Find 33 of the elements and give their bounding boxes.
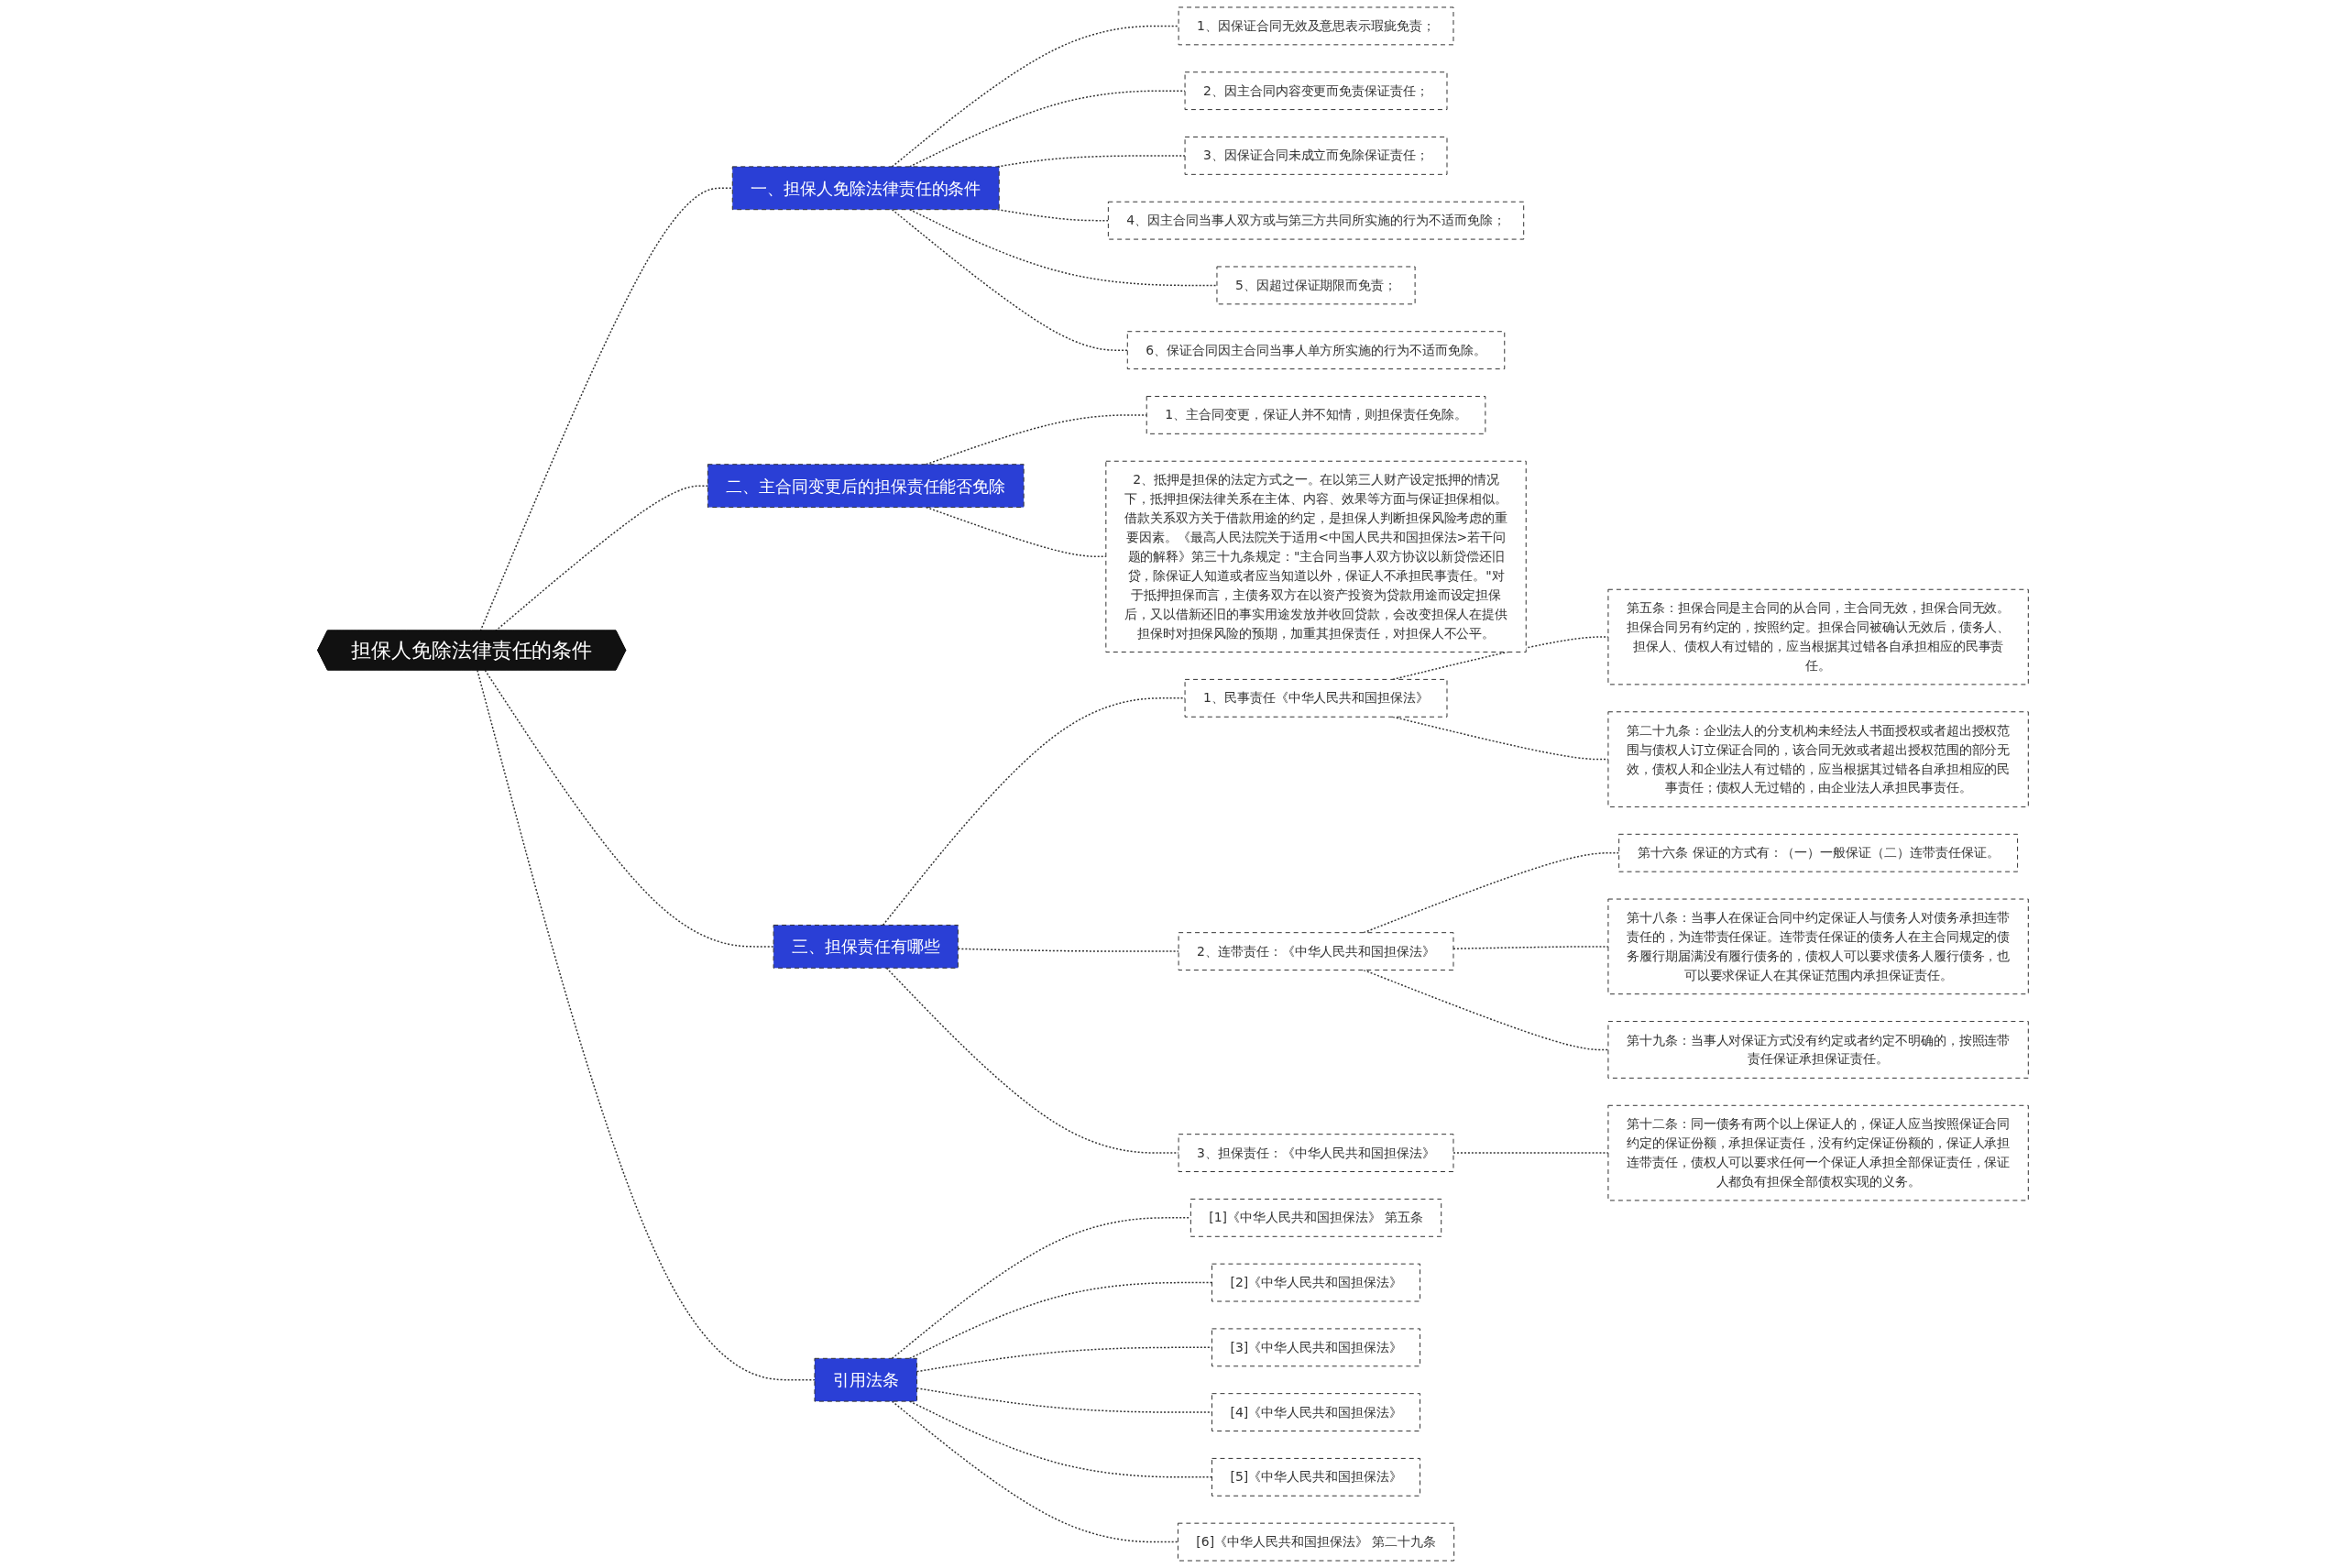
node-box: 3、因保证合同未成立而免除保证责任；: [1184, 137, 1448, 175]
node-box: 一、担保人免除法律责任的条件: [731, 166, 1000, 211]
node-box: 第十八条：当事人在保证合同中约定保证人与债务人对债务承担连带责任的，为连带责任保证。连带责任保证的债务人在主合同规定的债务履行期届满没有履行债务的，债权人可以要求债务人履行债务，也可以要求保证人在其保证范围内承担保证责任。: [1607, 898, 2029, 995]
node-box: 二、主合同变更后的担保责任能否免除: [707, 464, 1025, 509]
node-box: 第十九条：当事人对保证方式没有约定或者约定不明确的，按照连带责任保证承担保证责任。: [1607, 1021, 2029, 1079]
node-box: [5]《中华人民共和国担保法》: [1211, 1457, 1421, 1497]
node-box: 第二十九条：企业法人的分支机构未经法人书面授权或者超出授权范围与债权人订立保证合同的，该合同无效或者超出授权范围的部分无效，债权人和企业法人有过错的，应当根据其过错各自承担相应的民事责任；债权人无过错的，由企业法人承担民事责任。: [1607, 711, 2029, 807]
connector: [908, 1281, 1213, 1360]
node-box: 1、主合同变更，保证人并不知情，则担保责任免除。: [1146, 396, 1486, 434]
node-box: [1]《中华人民共和国担保法》 第五条: [1189, 1198, 1442, 1237]
node-box: 第十六条 保证的方式有：（一）一般保证（二）连带责任保证。: [1618, 833, 2019, 872]
node-box: 5、因超过保证期限而免责；: [1216, 266, 1416, 305]
connector: [996, 208, 1110, 222]
node-box: [4]《中华人民共和国担保法》: [1211, 1393, 1421, 1431]
connector: [882, 697, 1186, 927]
node-box: [3]《中华人民共和国担保法》: [1211, 1328, 1421, 1367]
node-box: 第十二条：同一债务有两个以上保证人的，保证人应当按照保证合同约定的保证份额，承担保证责任，没有约定保证份额的，保证人承担连带责任，债权人可以要求任何一个保证人承担全部保证责任，保证人都负有担保全部债权实现的义务。: [1607, 1104, 2029, 1201]
connector: [891, 208, 1129, 351]
node-box: 2、因主合同内容变更而免责保证责任；: [1184, 71, 1448, 111]
node-box: 4、因主合同当事人双方或与第三方共同所实施的行为不适而免除；: [1107, 201, 1525, 240]
connector: [484, 669, 774, 948]
node-box: 1、因保证合同无效及意思表示瑕疵免责；: [1178, 6, 1454, 46]
node-box: [2]《中华人民共和国担保法》: [1211, 1263, 1421, 1302]
node-box: 2、连带责任：《中华人民共和国担保法》: [1178, 932, 1454, 971]
node-box: [6]《中华人民共和国担保法》 第二十九条: [1177, 1522, 1455, 1562]
node-box: 1、民事责任《中华人民共和国担保法》: [1184, 678, 1448, 718]
node-box: 三、担保责任有哪些: [773, 924, 959, 969]
node-box: 第五条：担保合同是主合同的从合同，主合同无效，担保合同无效。担保合同另有约定的，按照约定。担保合同被确认无效后，债务人、担保人、债权人有过错的，应当根据其过错各自承担相应的民事责任。: [1607, 588, 2029, 685]
node-box: 6、保证合同因主合同当事人单方所实施的行为不适而免除。: [1126, 331, 1506, 370]
node-box: 3、担保责任：《中华人民共和国担保法》: [1178, 1134, 1454, 1172]
node-box: 2、抵押是担保的法定方式之一。在以第三人财产设定抵押的情况下，抵押担保法律关系在主体、内容、效果等方面与保证担保相似。借款关系双方关于借款用途的约定，是担保人判断担保风险考虑的重要因素。《最高人民法院关于适用<中国人民共和国担保法>若干问题的解释》第三十九条规定："主合同当事人双方协议以新贷偿还旧贷，除保证人知道或者应当知道以外，保证人不承担民事责任。"对于抵押担保而言，主债务双方在以资产投资为贷款用途而设定担保后，又以借新还旧的事实用途发放并收回贷款，会改变担保人在提供担保时对担保风险的预期，加重其担保责任，对担保人不公平。: [1105, 460, 1527, 652]
node-box: 引用法条: [814, 1357, 918, 1402]
connector: [908, 208, 1218, 287]
